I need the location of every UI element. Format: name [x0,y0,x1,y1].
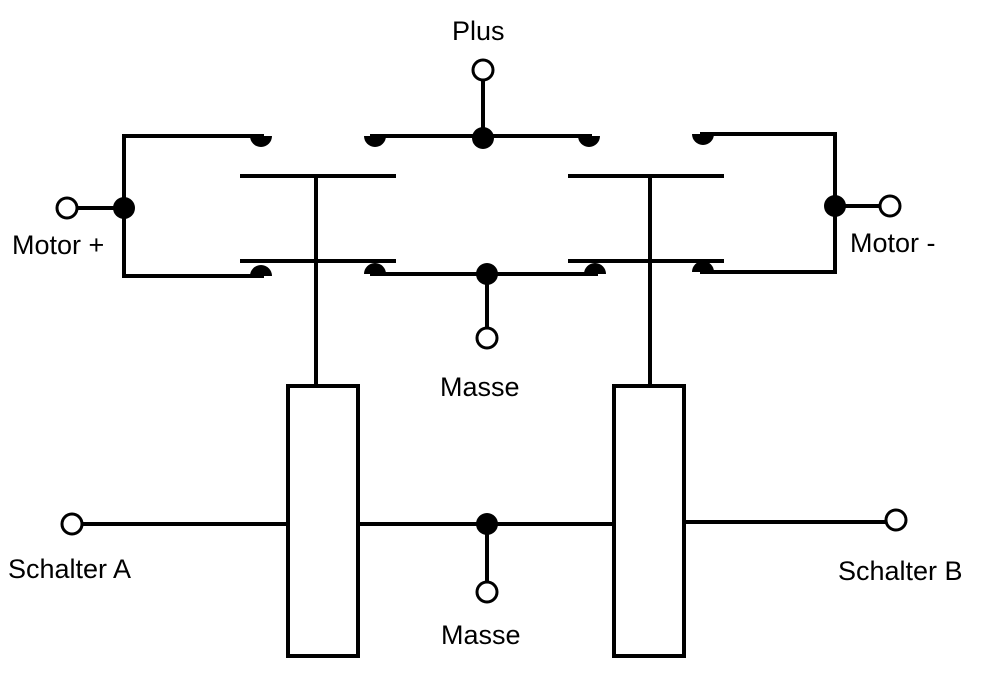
contact-bottom-2 [364,263,386,274]
relay-b-armature [568,174,724,388]
contact-top-1 [250,136,272,147]
terminal-masse-top [475,326,499,350]
terminal-motor-plus [55,196,79,220]
junction-coils [476,513,498,535]
label-plus: Plus [452,16,505,46]
contact-bottom-1 [250,265,272,276]
label-switch-b: Schalter B [838,556,963,586]
label-motor-plus: Motor + [12,230,105,260]
label-masse-top: Masse [440,372,520,402]
label-motor-minus: Motor - [850,228,936,258]
contact-top-3 [578,136,600,147]
junction-masse-top [476,263,498,285]
contact-top-2 [364,136,386,147]
terminal-switch-b [884,508,908,532]
relay-a-coil [286,384,360,658]
junction-motor-plus [113,197,135,219]
relay-a-armature [240,174,396,388]
terminal-plus [471,58,495,82]
label-masse-bottom: Masse [441,620,521,650]
junction-motor-minus [824,195,846,217]
relay-b-coil [612,384,686,658]
label-switch-a: Schalter A [8,554,132,584]
contact-bottom-4 [692,261,714,272]
contact-top-4 [692,134,714,145]
terminal-switch-a [60,512,84,536]
terminal-masse-bottom [475,580,499,604]
contact-bottom-3 [584,263,606,274]
junction-plus [472,127,494,149]
terminal-motor-minus [878,194,902,218]
motor-plus-wire [75,134,264,278]
